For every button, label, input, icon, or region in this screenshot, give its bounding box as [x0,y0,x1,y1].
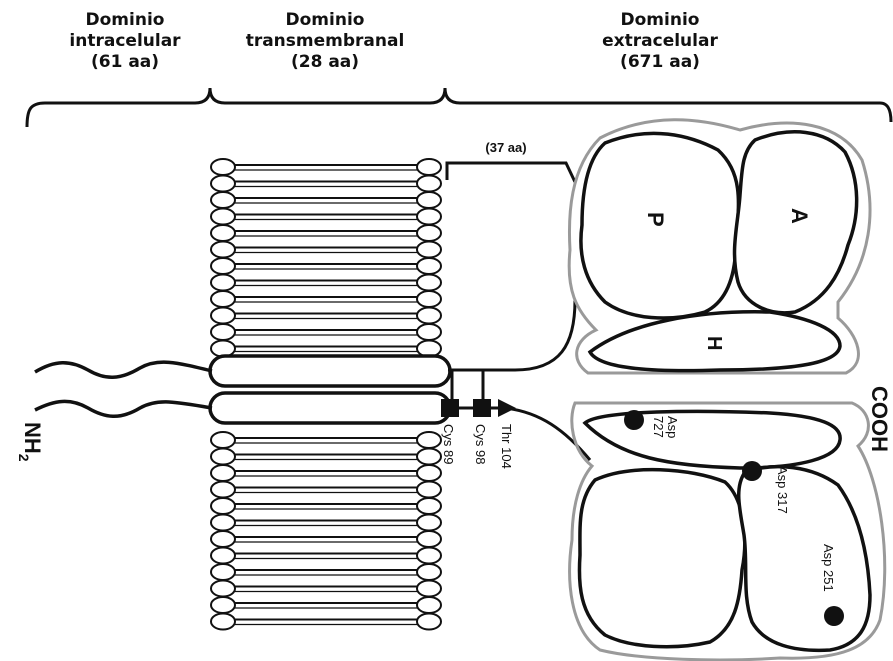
lipid-head [211,597,235,613]
lipid-head [417,258,441,274]
lipid-head [417,449,441,465]
transmembrane-segment-upper [210,356,450,386]
lipid-head [211,614,235,630]
lipid-head [211,498,235,514]
stalk-upper-connector [448,300,575,370]
lipid-head [417,465,441,481]
asp727-label-line1: Asp [665,416,680,438]
domain-a-label: A [787,208,812,224]
thr104-marker [498,399,516,417]
nh2-main: NH [20,422,45,454]
lipid-head [211,341,235,357]
lipid-head [211,225,235,241]
asp727-marker [624,410,644,430]
lipid-head [211,515,235,531]
asp251-marker [824,606,844,626]
lipid-head [417,159,441,175]
lipid-head [417,242,441,258]
cys89-label: Cys 89 [441,424,456,464]
lipid-head [417,482,441,498]
asp317-marker [742,461,762,481]
lipid-head [417,341,441,357]
asp317-label: Asp 317 [775,466,790,514]
lipid-head [417,548,441,564]
lipid-head [211,531,235,547]
asp251-label: Asp 251 [821,544,836,592]
cytoplasmic-tail-lower [35,401,212,416]
lipid-head [211,432,235,448]
domain-h-label: H [703,336,725,350]
lipid-head [211,291,235,307]
lipid-head [417,324,441,340]
helical-domain-h-lower [585,411,840,468]
lipid-head [211,192,235,208]
stalk-bracket [447,163,575,182]
lipid-head [211,176,235,192]
lipid-head [211,308,235,324]
lipid-head [211,209,235,225]
stalk-lower-connector [448,408,590,460]
cooh-label: COOH [867,386,892,452]
lipid-head [211,564,235,580]
lipid-head [211,275,235,291]
cytoplasmic-tail-upper [35,362,212,377]
lipid-head [211,449,235,465]
lipid-head [417,176,441,192]
lipid-head [417,515,441,531]
lipid-head [211,324,235,340]
lipid-head [417,597,441,613]
nh2-label: NH2 [16,422,45,462]
lipid-head [417,275,441,291]
transmembrane-segment-lower [210,393,450,423]
cys89-marker [441,399,459,417]
lipid-head [211,548,235,564]
protease-like-domain-p-lower [579,470,744,647]
stalk-label: (37 aa) [485,140,526,155]
lipid-head [417,192,441,208]
thr104-label: Thr 104 [499,424,514,469]
lipid-head [211,465,235,481]
asp727-label-line2: 727 [651,416,666,438]
lipid-head [417,432,441,448]
lipid-head [211,258,235,274]
lipid-head [417,225,441,241]
domain-bracket [27,88,891,127]
lipid-head [417,498,441,514]
cys98-marker [473,399,491,417]
lipid-head [417,531,441,547]
lipid-head [211,581,235,597]
nh2-sub: 2 [16,454,32,462]
lipid-head [417,308,441,324]
lipid-head [417,564,441,580]
lipid-head [417,614,441,630]
apical-domain-a-lower [739,467,870,651]
cys98-label: Cys 98 [473,424,488,464]
lipid-head [211,242,235,258]
domain-p-label: P [643,212,668,227]
lipid-head [211,482,235,498]
lipid-head [417,209,441,225]
lipid-head [417,581,441,597]
lipid-head [211,159,235,175]
lipid-head [417,291,441,307]
